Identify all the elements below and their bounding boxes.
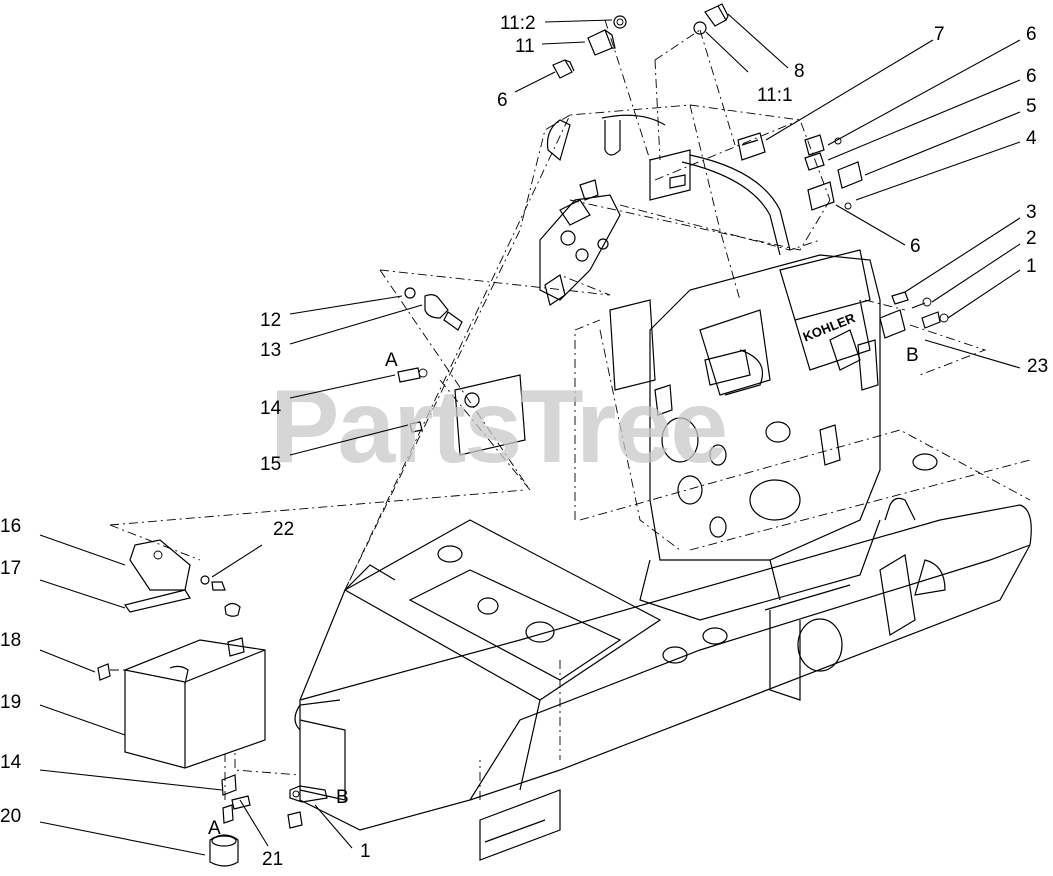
engine-brand-label: KOHLER — [801, 310, 858, 345]
callout-a-mid: A — [385, 350, 398, 371]
callout-11: 11 — [515, 36, 535, 57]
callout-23: 23 — [1027, 356, 1048, 377]
callout-3: 3 — [1026, 202, 1037, 223]
callout-5: 5 — [1026, 96, 1037, 117]
callout-6-a: 6 — [1026, 24, 1037, 45]
callout-8: 8 — [794, 61, 805, 82]
callout-11-1: 11:1 — [757, 85, 793, 106]
callout-2: 2 — [1026, 228, 1037, 249]
callout-6-top: 6 — [497, 90, 508, 111]
callout-21: 21 — [262, 849, 283, 870]
callout-22: 22 — [273, 519, 294, 540]
callout-6-b: 6 — [1026, 66, 1037, 87]
callout-a-low: A — [208, 818, 221, 839]
callout-19: 19 — [0, 692, 21, 713]
callout-15: 15 — [260, 454, 281, 475]
callout-7: 7 — [934, 24, 945, 45]
callout-20: 20 — [0, 806, 21, 827]
callout-leader-lines — [39, 13, 1021, 856]
callout-18: 18 — [0, 630, 21, 651]
callout-labels: 11:2 11 6 8 11:1 7 6 6 5 4 6 3 2 1 23 B … — [0, 13, 1048, 870]
callout-13: 13 — [260, 340, 281, 361]
callout-6-c: 6 — [910, 236, 921, 257]
callout-1-top: 1 — [1026, 256, 1037, 277]
callout-16: 16 — [0, 516, 21, 537]
callout-17: 17 — [0, 558, 21, 579]
callout-b-top: B — [906, 345, 919, 366]
callout-11-2: 11:2 — [500, 13, 536, 34]
machine-frame-drawing: KOHLER — [109, 19, 1032, 861]
exploded-parts-drawing — [97, 3, 949, 867]
callout-14-low: 14 — [0, 752, 22, 773]
callout-b-low: B — [336, 787, 349, 808]
callout-14-mid: 14 — [260, 398, 282, 419]
callout-1-low: 1 — [360, 841, 371, 862]
callout-12: 12 — [260, 310, 281, 331]
callout-4: 4 — [1026, 128, 1037, 149]
parts-tree-watermark: PartsTree — [270, 369, 726, 485]
